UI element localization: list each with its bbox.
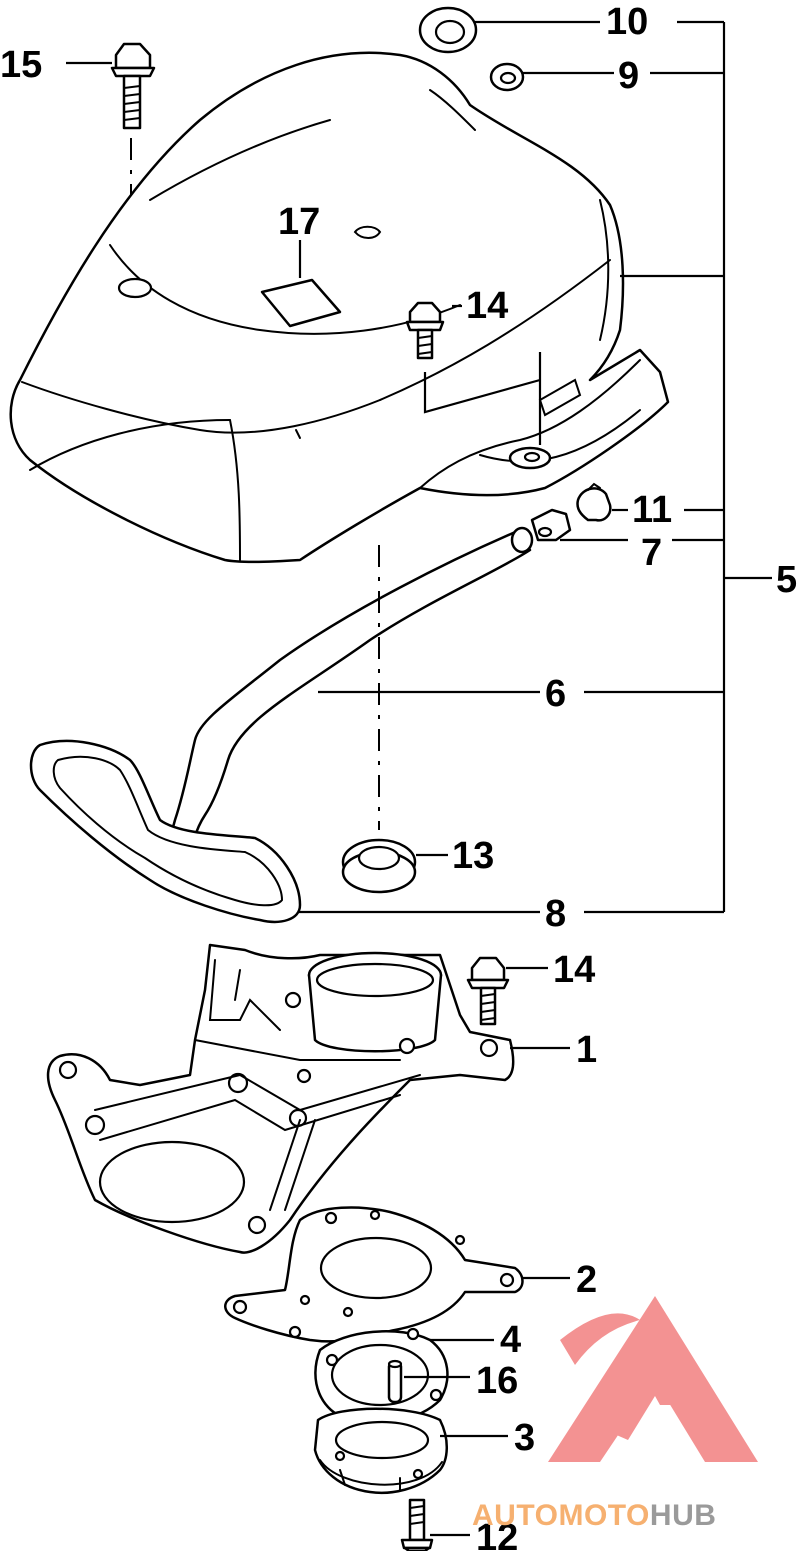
callout-13: 13: [452, 835, 494, 877]
part-14-bolt-upper: [405, 301, 542, 445]
watermark-text-part2: HUB: [650, 1499, 717, 1532]
part-16-pin: [387, 1359, 403, 1404]
callout-5: 5: [776, 559, 797, 601]
part-12-bolt: [400, 1498, 434, 1551]
callout-1: 1: [576, 1029, 597, 1071]
callout-2: 2: [576, 1259, 597, 1301]
part-11-hose-clamp: [576, 482, 612, 522]
callout-3: 3: [514, 1417, 535, 1459]
part-8-seal: [29, 739, 302, 924]
part-13-seal: [341, 838, 417, 894]
part-7-fitting: [530, 508, 572, 542]
callout-10: 10: [606, 1, 648, 43]
callout-15: 15: [0, 44, 42, 86]
callout-16: 16: [476, 1360, 518, 1402]
part-4-gasket: [314, 1327, 449, 1425]
callout-14-lower: 14: [553, 949, 595, 991]
part-2-gasket: [224, 1206, 524, 1343]
watermark-text-part1: AUTOMOTO: [472, 1499, 650, 1532]
logo-inner-mark: [605, 1350, 690, 1440]
logo-swoosh: [560, 1313, 640, 1365]
watermark-text: AUTOMOTOHUB: [472, 1499, 716, 1532]
callout-4: 4: [500, 1319, 521, 1361]
part-1-bracket: [46, 943, 515, 1254]
callout-17: 17: [278, 201, 320, 243]
callout-6: 6: [545, 673, 566, 715]
callout-12: 12: [476, 1517, 518, 1551]
part-10-grommet: [418, 6, 478, 54]
callout-8: 8: [545, 893, 566, 935]
part-17-label-plate: [260, 278, 342, 328]
part-14-bolt-lower: [466, 956, 510, 1026]
callout-14-upper: 14: [466, 285, 508, 327]
callout-11: 11: [632, 489, 672, 531]
part-9-grommet: [489, 62, 525, 92]
callout-9: 9: [618, 55, 639, 97]
cover-housing: [9, 51, 670, 564]
part-3-cover: [313, 1407, 448, 1494]
callout-7: 7: [641, 532, 662, 574]
part-6-hose: [165, 526, 534, 874]
automotohub-logo: [548, 1296, 758, 1462]
leader-lines: [66, 20, 772, 1537]
part-15-bolt: [110, 42, 156, 280]
